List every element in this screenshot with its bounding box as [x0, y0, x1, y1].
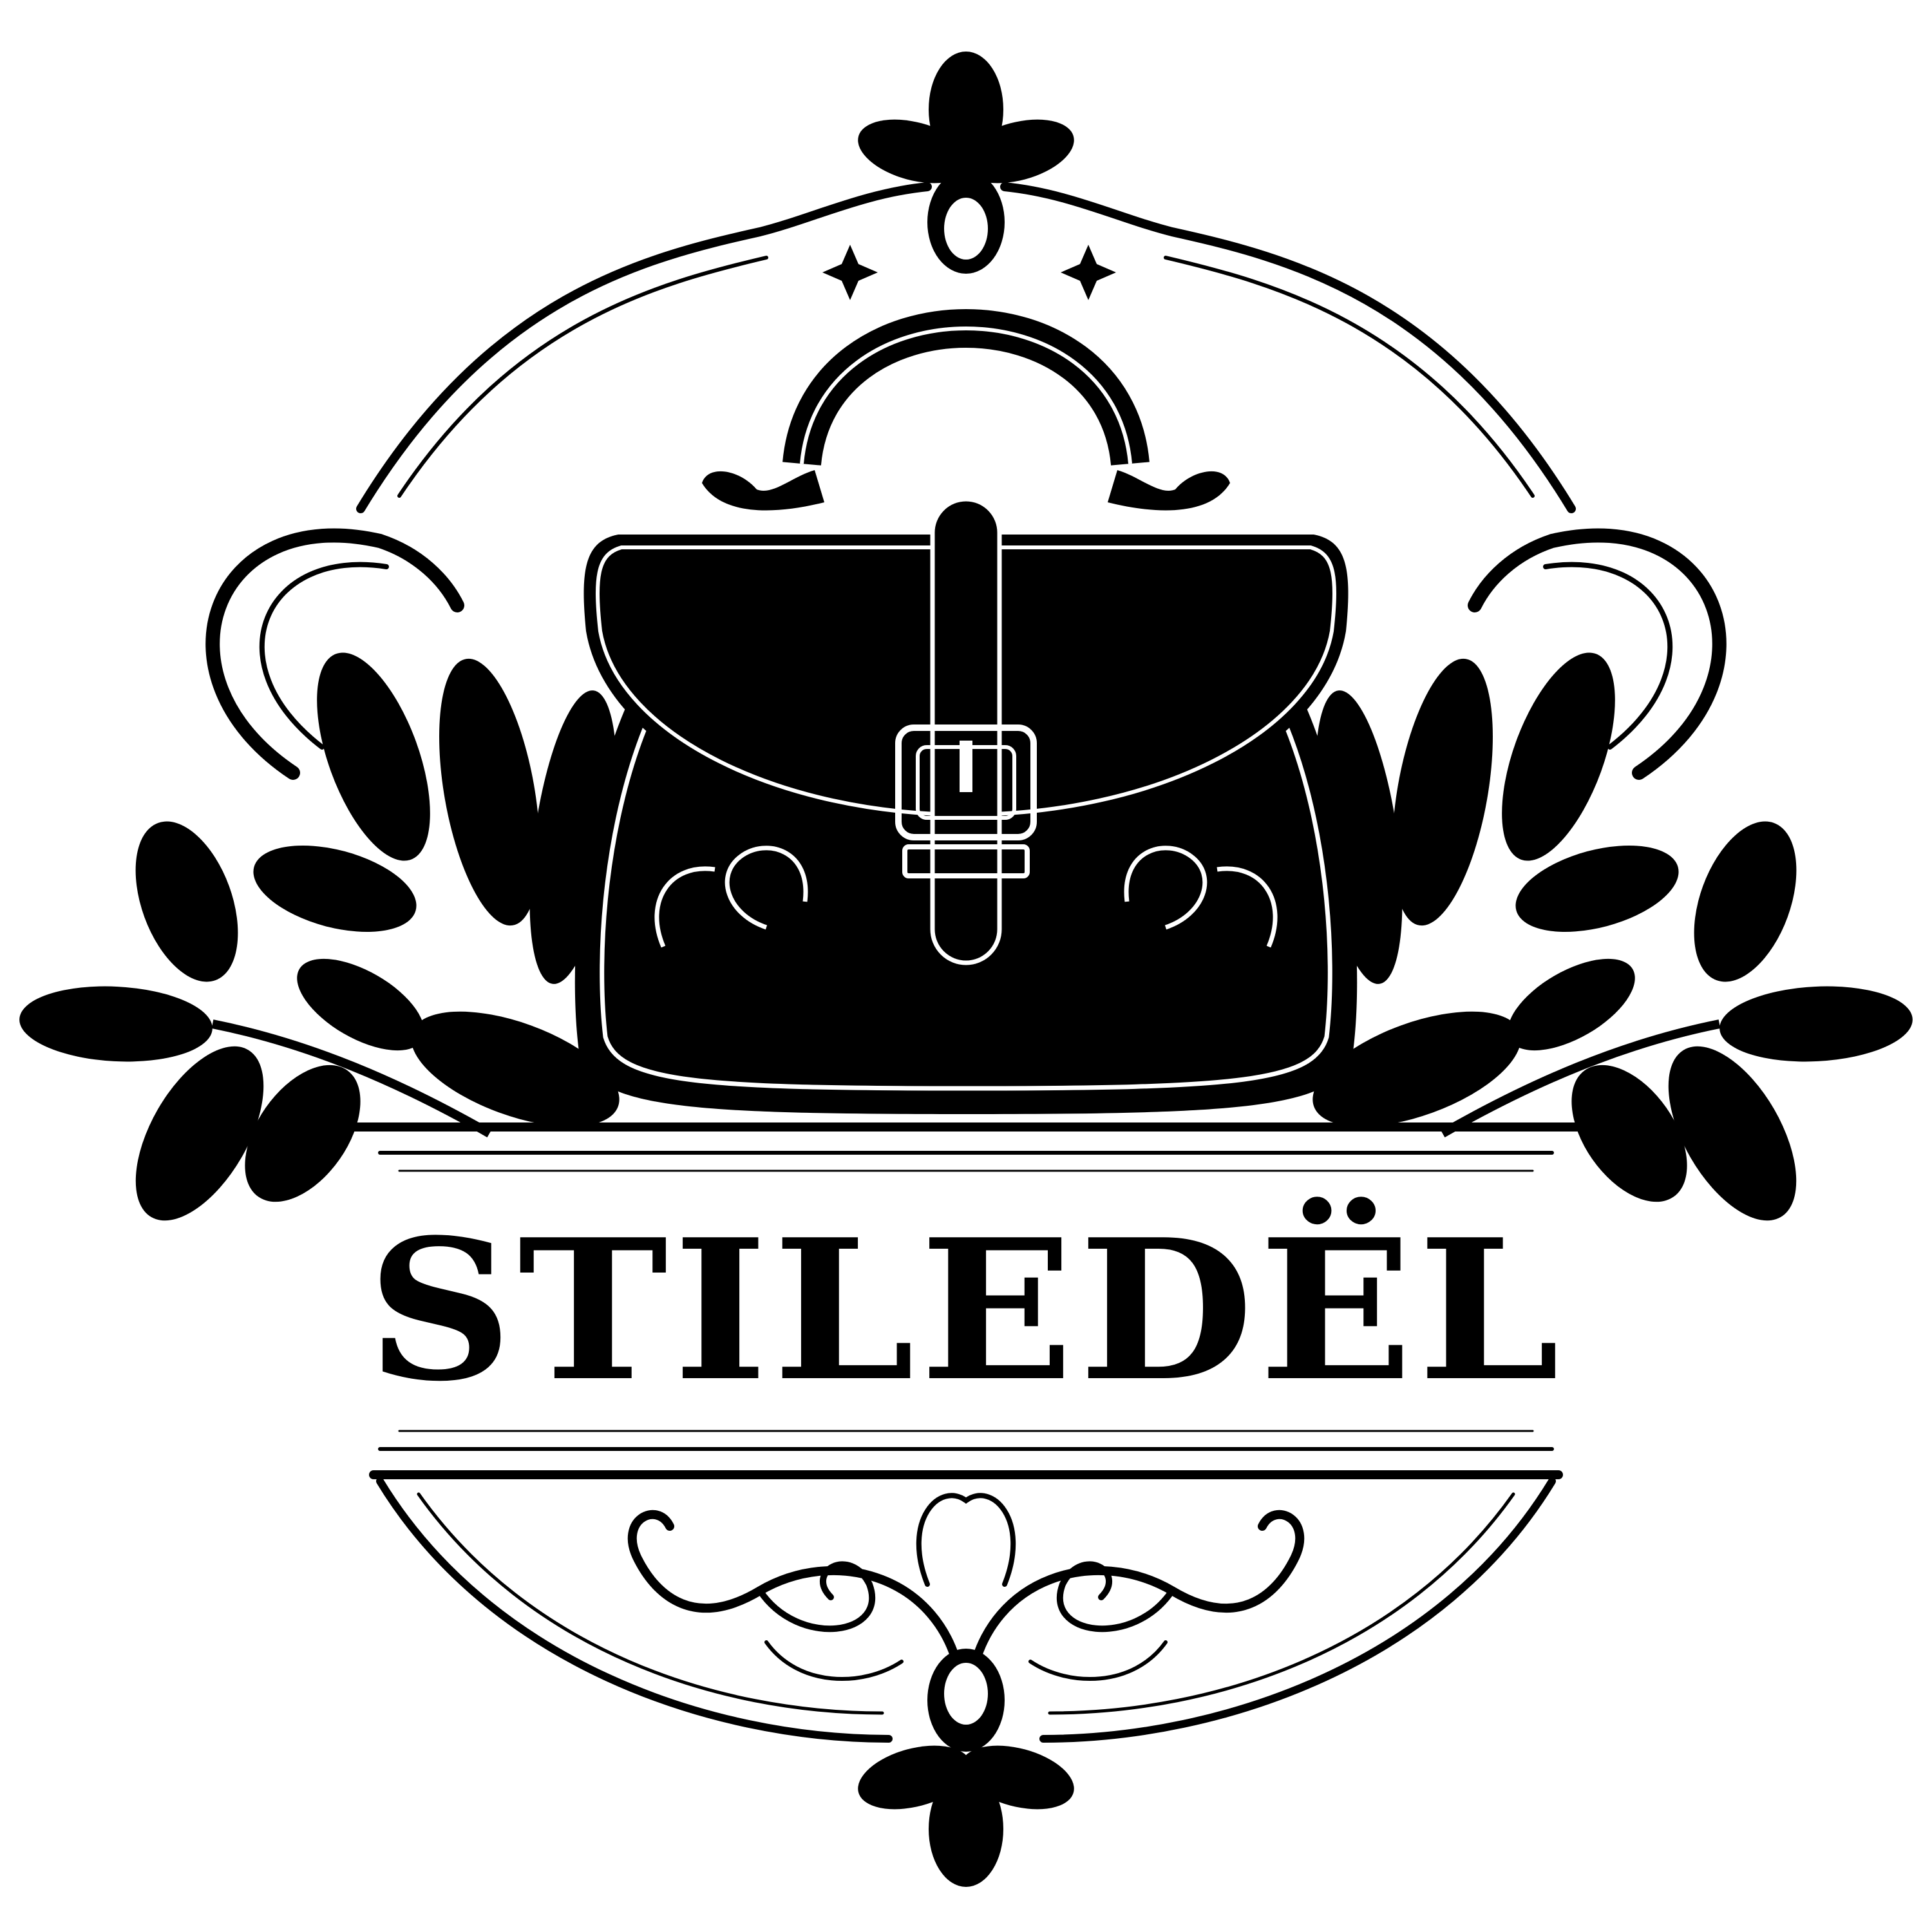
leaf-branch-icon [1312, 652, 1913, 1221]
scroll-flourish-icon [376, 1477, 1556, 1743]
floral-cross-icon [858, 52, 1074, 274]
sparkle-icon [822, 245, 1116, 300]
buckle-icon [895, 724, 1037, 878]
floral-cross-icon [858, 1649, 1074, 1887]
leaf-branch-icon [19, 652, 620, 1221]
name-banner [330, 1122, 1602, 1479]
brand-name: STILEDËL [367, 1194, 1565, 1424]
handbag-icon [574, 309, 1358, 1114]
crest-frame [205, 182, 1727, 780]
